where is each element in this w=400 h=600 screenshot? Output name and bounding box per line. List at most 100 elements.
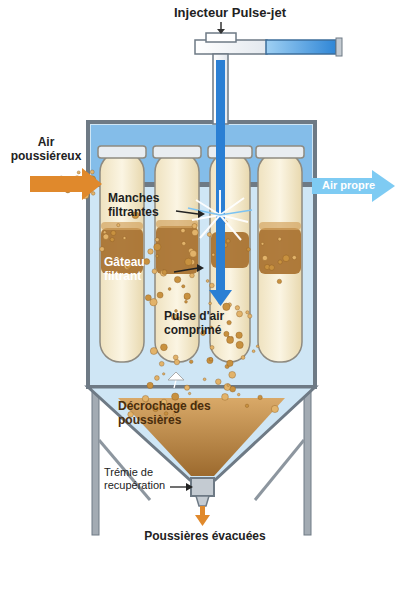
dust-particle (227, 320, 231, 324)
dust-particle (184, 385, 189, 390)
dust-particle (103, 231, 106, 234)
dust-particle (150, 348, 157, 355)
outlet-label: Air propre (322, 179, 382, 192)
dust-particle (247, 248, 251, 252)
dust-particle (155, 376, 160, 381)
dust-particle (206, 280, 209, 283)
dust-out-arrow (195, 506, 210, 526)
dust-particle (292, 256, 296, 260)
dust-particle (147, 382, 153, 388)
dust-particle (168, 288, 171, 291)
dust-particle (278, 237, 282, 241)
dust-particle (203, 378, 206, 381)
dust-particle (241, 356, 245, 360)
dust-particle (236, 332, 242, 338)
bag-label: Manches filtrantes (108, 192, 180, 220)
filter-bags (98, 146, 304, 362)
cake-label: Gâteau filtrant (104, 256, 176, 284)
dust-particle (117, 224, 120, 227)
dust-particle (162, 270, 167, 275)
dust-particle (222, 394, 229, 401)
dust-particle (181, 228, 185, 232)
dust-particle (111, 231, 116, 236)
dust-particle (185, 300, 188, 303)
dust-particles (39, 170, 297, 417)
dust-particle (230, 386, 236, 392)
dust-particle (103, 234, 109, 240)
dust-particle (192, 224, 197, 229)
dust-particle (207, 232, 211, 236)
dust-particle (271, 405, 278, 412)
dust-particle (207, 357, 213, 363)
dust-particle (227, 360, 233, 366)
dusty-air-arrow (30, 168, 102, 200)
inlet-label: Air poussiéreux (2, 136, 90, 164)
outlet-neck (191, 478, 214, 496)
dust-particle (283, 255, 290, 262)
dust-particle (252, 350, 255, 353)
dust-particle (227, 384, 229, 386)
dust-particle (185, 258, 192, 265)
dust-particle (91, 192, 95, 196)
dust-particle (188, 392, 190, 394)
dust-particle (159, 361, 164, 366)
dust-particle (161, 344, 168, 351)
clean-air-arrow (312, 170, 395, 202)
dust-particle (226, 239, 230, 243)
hopper-label: Trémie de recupération (104, 466, 174, 491)
pulse-label: Pulse d'air comprimé (164, 310, 274, 338)
dust-particle (212, 253, 215, 256)
dust-particle (182, 241, 186, 245)
dust-particle (237, 311, 243, 317)
outlet-nozzle (196, 496, 209, 506)
dust-particle (278, 260, 282, 264)
support-legs (92, 385, 311, 535)
dust-particle (148, 249, 153, 254)
filter-housing (88, 122, 315, 387)
dust-particle (174, 359, 179, 364)
dust-particle (209, 357, 213, 361)
dust-particle (173, 355, 178, 360)
dust-particle (246, 311, 249, 314)
dust-particle (174, 276, 180, 282)
dust-particle (235, 306, 239, 310)
dust-particle (157, 292, 163, 298)
dust-particle (190, 273, 195, 278)
dust-particle (90, 170, 94, 174)
discharge-label: Poussières évacuées (120, 530, 290, 544)
dust-particle (258, 395, 262, 399)
air-pulse-arrow (188, 60, 252, 306)
cake-surface (101, 220, 301, 230)
dust-particle (100, 247, 105, 252)
dust-particle (160, 270, 166, 276)
dust-particle (110, 238, 114, 242)
dust-particle (184, 293, 190, 299)
dust-particle (182, 285, 185, 288)
dust-particle (245, 404, 248, 407)
dust-particle (224, 331, 229, 336)
dust-particle (229, 371, 236, 378)
leader-lines (168, 210, 205, 491)
dust-particle (256, 345, 259, 348)
injector-label: Injecteur Pulse-jet (150, 6, 310, 21)
dust-particle (150, 299, 157, 306)
hopper-dust (118, 398, 285, 476)
dust-particle (261, 242, 264, 245)
dust-particle (277, 279, 281, 283)
dust-particle (210, 283, 215, 288)
dust-particle (152, 269, 157, 274)
dust-particle (77, 171, 80, 174)
dust-particle (192, 229, 198, 235)
dust-particle (209, 302, 212, 305)
release-label: Décrochage des poussières (118, 400, 230, 428)
dust-particle (262, 255, 267, 260)
dust-particle (227, 337, 234, 344)
dust-particle (189, 360, 193, 364)
dust-particle (156, 255, 159, 258)
dust-particle (216, 379, 222, 385)
dust-particle (145, 295, 151, 301)
dust-particle (248, 314, 252, 318)
dust-particle (123, 237, 126, 240)
